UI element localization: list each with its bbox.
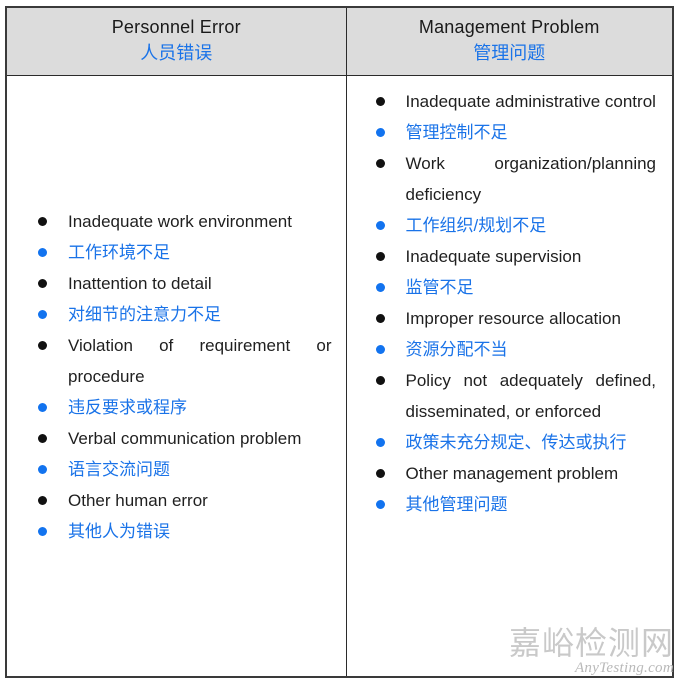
list-item: Other human error <box>35 485 332 516</box>
column-header-management-problem-chinese: 管理问题 <box>473 43 546 63</box>
column-header-personnel-error-chinese: 人员错误 <box>140 43 213 63</box>
list-item-label: Inadequate supervision <box>405 247 582 266</box>
list-item-label: 其他人为错误 <box>68 521 170 541</box>
list-item: 政策未充分规定、传达或执行 <box>373 427 657 458</box>
list-item: Improper resource allocation <box>373 303 657 334</box>
list-item-label: 工作组织/规划不足 <box>405 216 547 235</box>
list-item: 资源分配不当 <box>373 334 657 365</box>
list-item: Inadequate work environment <box>35 206 332 237</box>
list-item: 工作环境不足 <box>35 237 332 268</box>
cause-category-table-container: Personnel Error 人员错误 Management Problem … <box>5 6 674 678</box>
column-header-management-problem: Management Problem 管理问题 <box>345 6 674 76</box>
cause-category-table: Personnel Error 人员错误 Management Problem … <box>5 6 674 678</box>
column-header-personnel-error-english: Personnel Error <box>111 17 241 37</box>
list-item-label: 工作环境不足 <box>68 242 170 262</box>
column-header-personnel-error: Personnel Error 人员错误 <box>5 6 347 76</box>
list-item: Other management problem <box>373 458 657 489</box>
list-item-label: 资源分配不当 <box>405 340 508 359</box>
list-item-label: Inattention to detail <box>68 273 212 293</box>
list-item: 语言交流问题 <box>35 454 332 485</box>
column-header-management-problem-english: Management Problem <box>418 17 600 37</box>
list-item: 工作组织/规划不足 <box>373 210 657 241</box>
list-item: Work organization/planning deficiency <box>373 148 657 210</box>
list-item: Inadequate supervision <box>373 241 657 272</box>
list-item-label: 管理控制不足 <box>405 123 508 142</box>
list-item-label: Inadequate work environment <box>68 211 292 231</box>
list-item-label: 其他管理问题 <box>405 495 508 514</box>
list-item: 监管不足 <box>373 272 657 303</box>
list-item-label: Violation of requirement or procedure <box>68 335 332 386</box>
cell-personnel-error: Inadequate work environment 工作环境不足 Inatten… <box>5 75 347 678</box>
list-item: 违反要求或程序 <box>35 392 332 423</box>
table-content-row: Inadequate work environment 工作环境不足 Inatten… <box>5 75 674 678</box>
list-item-label: 政策未充分规定、传达或执行 <box>405 433 627 452</box>
table-body: Inadequate work environment 工作环境不足 Inatten… <box>5 75 674 678</box>
list-item-label: Improper resource allocation <box>405 309 621 328</box>
list-item-label: 违反要求或程序 <box>68 397 187 417</box>
list-item: Violation of requirement or procedure <box>35 330 332 392</box>
list-item-label: Policy not adequately defined, dissemina… <box>405 371 657 421</box>
table-header-row-group: Personnel Error 人员错误 Management Problem … <box>5 6 674 76</box>
list-item-label: Other management problem <box>405 464 619 483</box>
list-item: Inattention to detail <box>35 268 332 299</box>
list-item: Policy not adequately defined, dissemina… <box>373 365 657 427</box>
list-item: Inadequate administrative control <box>373 86 657 117</box>
list-item: Verbal communication problem <box>35 423 332 454</box>
list-item-label: Work organization/planning deficiency <box>405 154 657 204</box>
list-item-label: Other human error <box>68 490 208 510</box>
personnel-error-list: Inadequate work environment 工作环境不足 Inatten… <box>7 200 346 553</box>
list-item-label: Inadequate administrative control <box>405 92 656 111</box>
cell-management-problem: Inadequate administrative control 管理控制不足 W… <box>345 75 674 678</box>
list-item: 其他人为错误 <box>35 516 332 547</box>
management-problem-list: Inadequate administrative control 管理控制不足 W… <box>347 76 673 526</box>
list-item-label: 对细节的注意力不足 <box>68 304 221 324</box>
list-item-label: Verbal communication problem <box>68 428 302 448</box>
list-item: 对细节的注意力不足 <box>35 299 332 330</box>
table-header-row: Personnel Error 人员错误 Management Problem … <box>5 6 674 76</box>
list-item: 其他管理问题 <box>373 489 657 520</box>
list-item-label: 监管不足 <box>405 278 474 297</box>
list-item-label: 语言交流问题 <box>68 459 170 479</box>
list-item: 管理控制不足 <box>373 117 657 148</box>
